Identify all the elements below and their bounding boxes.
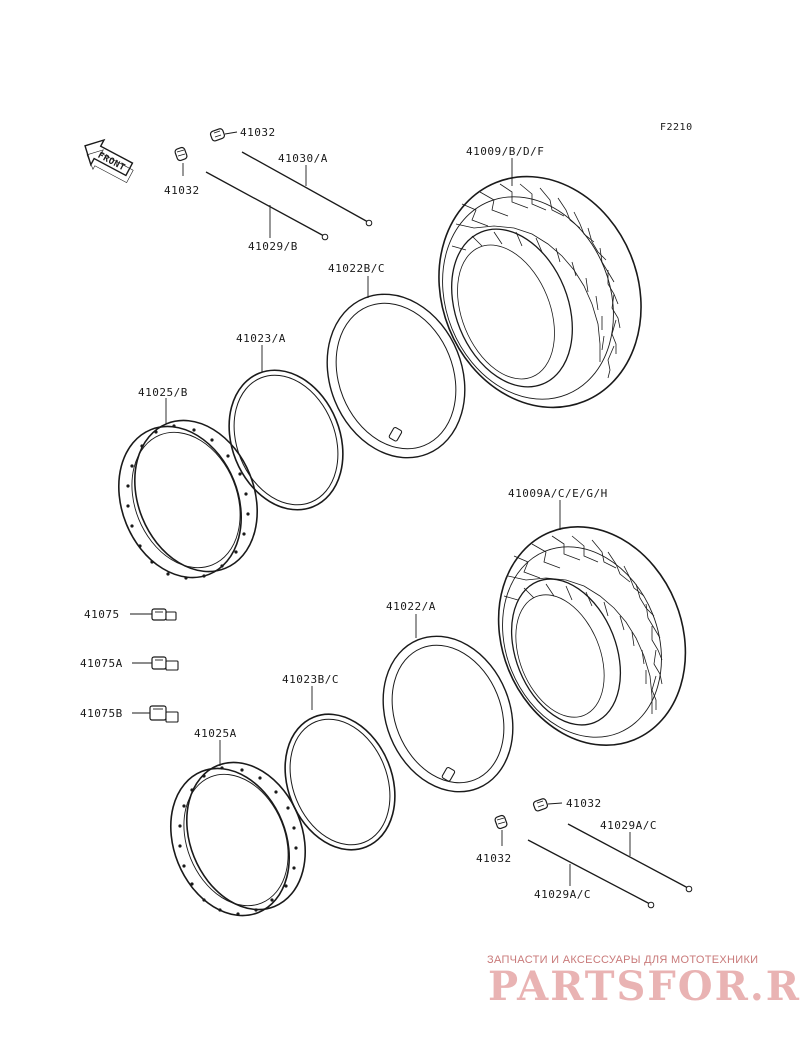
label-41032-bottom-a: 41032 <box>566 797 602 810</box>
label-41075a: 41075A <box>80 657 123 670</box>
rear-tire <box>438 158 642 409</box>
label-41025b: 41025/B <box>138 386 188 399</box>
front-arrow-icon: FRONT <box>84 138 134 184</box>
rear-tire-tread <box>451 183 621 379</box>
watermark-brand: PARTSFOR.RU <box>488 963 800 1010</box>
watermark-tagline: ЗАПЧАСТИ И АКСЕССУАРЫ ДЛЯ МОТОТЕХНИКИ <box>487 954 758 966</box>
valve-41075 <box>130 608 177 621</box>
front-tube <box>382 614 514 793</box>
label-41009-rear: 41009/B/D/F <box>466 145 544 158</box>
front-rim <box>169 740 307 917</box>
rear-tube <box>326 276 466 459</box>
front-tire-tread <box>503 535 663 714</box>
label-41030a: 41030/A <box>278 152 328 165</box>
rear-rim-band <box>228 345 344 511</box>
diagram-code: F2210 <box>660 122 693 133</box>
label-41029ac-a: 41029A/C <box>600 819 657 832</box>
label-41009-front: 41009A/C/E/G/H <box>508 487 608 500</box>
valve-41075b <box>132 705 179 723</box>
spoke-41030 <box>241 151 373 227</box>
spoke-41029ac-b <box>527 839 655 909</box>
label-41022a: 41022/A <box>386 600 436 613</box>
spoke-41029b <box>205 171 329 241</box>
label-41032-top-b: 41032 <box>164 184 200 197</box>
valve-cap-bottom-b <box>494 814 508 846</box>
rear-rim <box>117 398 259 580</box>
label-41023a: 41023/A <box>236 332 286 345</box>
label-41032-bottom-b: 41032 <box>476 852 512 865</box>
valve-41075a <box>132 656 179 671</box>
front-rim-holes <box>178 766 298 916</box>
valve-cap-bottom-a <box>532 798 563 812</box>
label-41075: 41075 <box>84 608 120 621</box>
valve-cap-top-a <box>209 128 238 142</box>
label-41025a: 41025A <box>194 727 237 740</box>
valve-cap-top-b <box>174 146 188 176</box>
rear-rim-holes <box>126 424 250 580</box>
label-41029b: 41029/B <box>248 240 298 253</box>
spoke-41029ac-a <box>567 823 693 893</box>
label-41032-top-a: 41032 <box>240 126 276 139</box>
label-41022bc: 41022B/C <box>328 262 385 275</box>
label-41075b: 41075B <box>80 707 123 720</box>
front-tire <box>497 500 687 746</box>
label-41023bc: 41023B/C <box>282 673 339 686</box>
label-41029ac-b: 41029A/C <box>534 888 591 901</box>
